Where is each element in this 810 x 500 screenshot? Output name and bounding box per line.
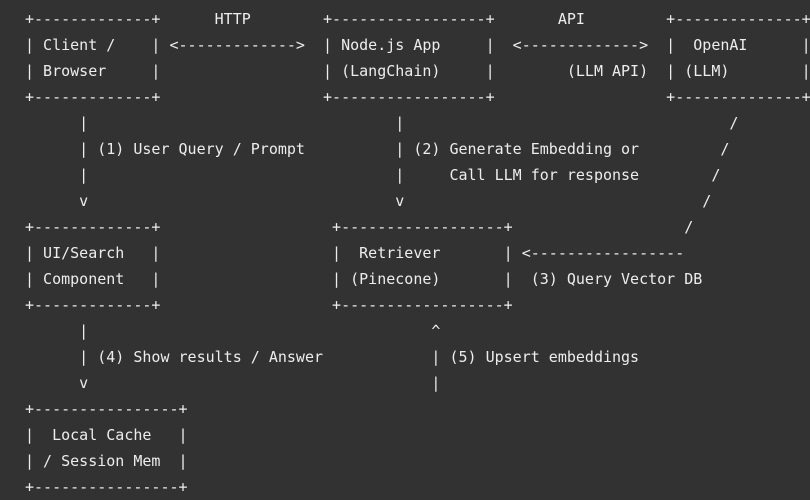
ascii-diagram-screen: +-------------+ HTTP +-----------------+… (25, 10, 810, 496)
ascii-architecture-diagram: +-------------+ HTTP +-----------------+… (25, 10, 810, 496)
